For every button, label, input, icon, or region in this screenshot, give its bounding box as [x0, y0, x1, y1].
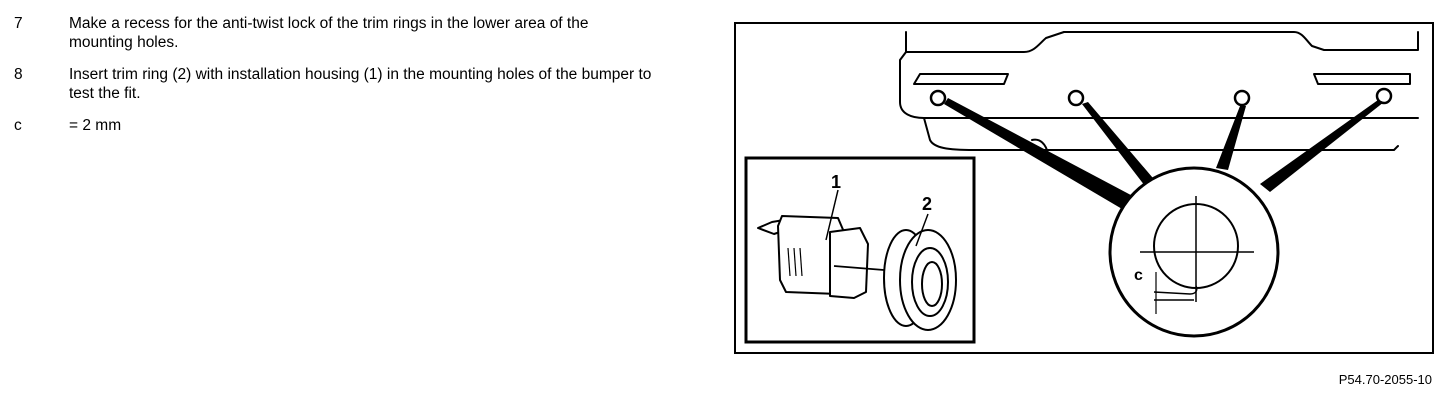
- dimension-c: c = 2 mm: [14, 116, 654, 135]
- dimension-value: = 2 mm: [69, 117, 122, 134]
- mounting-holes: [929, 87, 1393, 107]
- instruction-steps: 7 Make a recess for the anti-twist lock …: [14, 14, 654, 148]
- dimension-symbol: c: [14, 117, 22, 134]
- detail-magnifier: [1108, 166, 1280, 338]
- step-number: 8: [14, 66, 23, 83]
- leader-lines: [825, 189, 929, 247]
- installation-housing: [757, 215, 885, 299]
- technical-illustration: 1 2 c: [734, 22, 1434, 354]
- step-number: 7: [14, 15, 23, 32]
- step-7: 7 Make a recess for the anti-twist lock …: [14, 14, 654, 52]
- step-8: 8 Insert trim ring (2) with installation…: [14, 65, 654, 103]
- trim-ring: [883, 229, 957, 331]
- label-1: 1: [831, 172, 841, 192]
- step-text: Make a recess for the anti-twist lock of…: [69, 15, 589, 51]
- figure-caption: P54.70-2055-10: [1338, 372, 1432, 387]
- callout-wedges: [944, 98, 1384, 216]
- label-2: 2: [922, 194, 932, 214]
- label-c: c: [1134, 267, 1143, 284]
- step-text: Insert trim ring (2) with installation h…: [69, 66, 652, 102]
